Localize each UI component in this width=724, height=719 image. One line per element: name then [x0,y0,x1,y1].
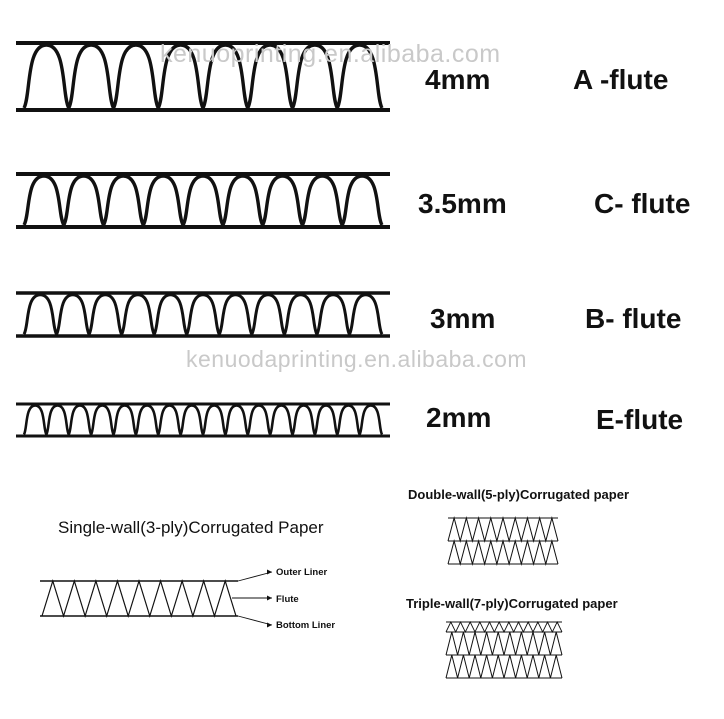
flute-arrow-head [267,595,272,601]
bottom-liner-arrow-head [267,622,272,628]
flute-name-c: C- flute [594,188,691,219]
triple-wall-title: Triple-wall(7-ply)Corrugated paper [406,596,618,611]
flute-wave-0 [22,43,384,110]
outer-liner-label: Outer Liner [276,567,328,578]
double-wall-flute-lower [447,539,559,566]
flute-size-c: 3.5mm [418,188,507,219]
flute-name-b: B- flute [585,303,682,334]
flute-wave-2 [22,293,384,336]
single-wall-flute [41,578,237,619]
flute-size-e: 2mm [426,402,492,433]
flute-label: Flute [276,594,299,605]
flute-size-b: 3mm [430,303,496,334]
flute-wave-3 [22,404,384,436]
triple-wall-flute-top [445,620,563,634]
triple-wall-flute-bottom [445,654,563,679]
watermark-top: kenuoprinting.en.alibaba.com [160,40,501,68]
double-wall-title: Double-wall(5-ply)Corrugated paper [408,487,630,502]
single-wall-title: Single-wall(3-ply)Corrugated Paper [58,518,324,537]
triple-wall-flute-middle [445,631,563,656]
flute-name-a: A -flute [573,64,669,95]
bottom-liner-arrow-line [237,615,273,626]
flute-wave-1 [22,174,384,227]
flute-size-a: 4mm [425,64,491,95]
bottom-liner-label: Bottom Liner [276,620,336,631]
outer-liner-arrow-head [267,569,272,575]
flute-name-e: E-flute [596,404,684,435]
outer-liner-arrow-line [237,571,273,582]
double-wall-flute-upper [447,516,559,543]
watermark-middle: kenuodaprinting.en.alibaba.com [186,346,528,372]
